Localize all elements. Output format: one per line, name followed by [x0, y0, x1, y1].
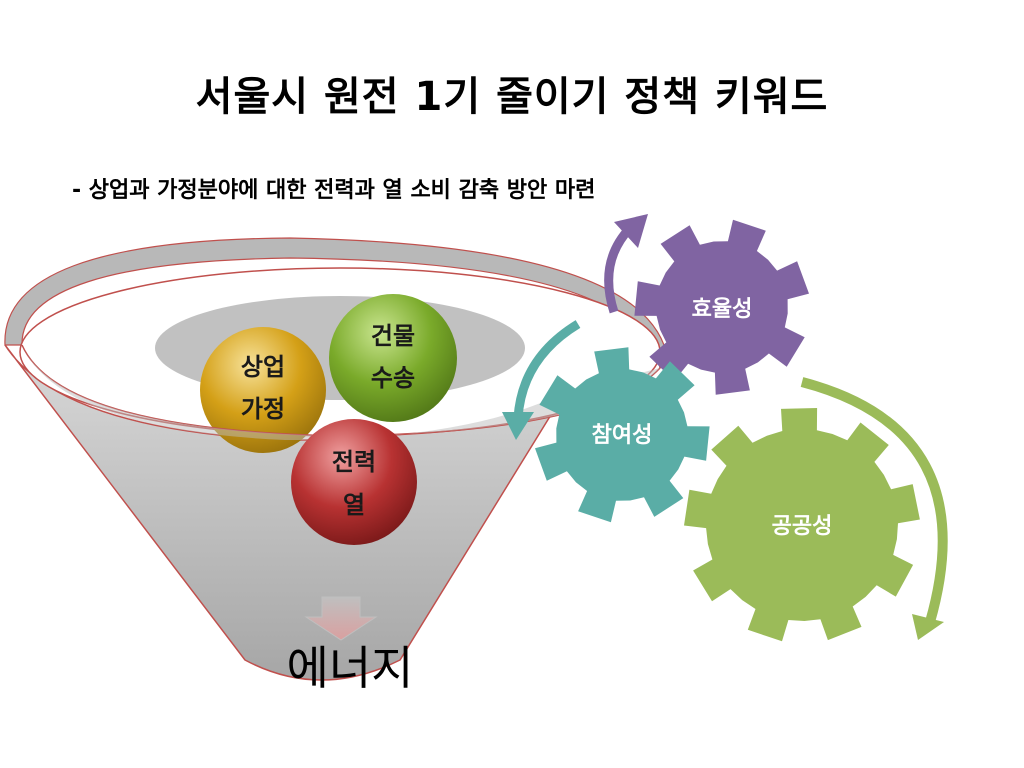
gear-efficiency-label: 효율성 [692, 297, 753, 322]
gear-efficiency-shape [634, 219, 809, 395]
gear-participation-label: 참여성 [592, 423, 653, 448]
slide-title: 서울시 원전 1기 줄이기 정책 키워드 [195, 74, 829, 120]
arrowhead-icon [502, 412, 534, 440]
cycle-arrow-purple [604, 214, 648, 314]
energy-output-label: 에너지 [287, 641, 414, 695]
gear-publicness-shape [684, 408, 920, 642]
gear-participation-shape [535, 347, 710, 523]
arrowhead-icon [912, 614, 944, 640]
down-arrow-icon [304, 596, 378, 641]
ball-label-line2: 열 [343, 491, 365, 519]
gear-publicness-label: 공공성 [772, 514, 833, 539]
ball-building-transport: 건물 수송 [329, 294, 457, 422]
ball-label-line2: 수송 [371, 364, 415, 392]
gear-participation: 참여성 [535, 347, 710, 523]
cycle-arrow-teal [502, 320, 581, 440]
slide-subtitle: - 상업과 가정분야에 대한 전력과 열 소비 감축 방안 마련 [72, 178, 596, 203]
ball-label-line1: 전력 [332, 448, 376, 476]
gear-publicness: 공공성 [684, 408, 920, 642]
cycle-arrow-green [800, 377, 948, 640]
ball-label-line2: 가정 [241, 395, 285, 423]
ball-label-line1: 상업 [241, 353, 285, 381]
ball-label-line1: 건물 [371, 322, 415, 350]
ball-power-heat: 전력 열 [291, 419, 417, 545]
gear-efficiency: 효율성 [634, 219, 809, 395]
ball-commercial-household: 상업 가정 [200, 327, 326, 453]
arrowhead-icon [614, 214, 648, 248]
